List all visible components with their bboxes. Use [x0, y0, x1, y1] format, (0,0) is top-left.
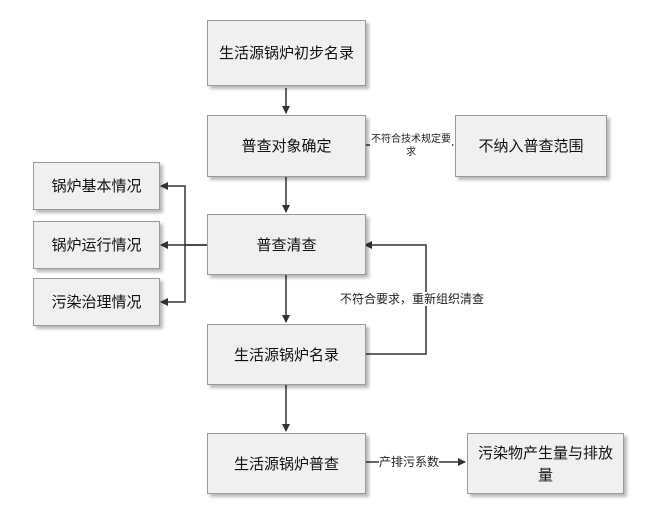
node-boiler-list: 生活源锅炉名录 [207, 324, 366, 385]
node-pollution-control-label: 污染治理情况 [51, 293, 142, 311]
node-initial-list-label: 生活源锅炉初步名录 [218, 44, 354, 62]
node-boiler-survey-label: 生活源锅炉普查 [233, 454, 339, 473]
node-boiler-basic-label: 锅炉基本情况 [51, 177, 142, 195]
node-boiler-operation-label: 锅炉运行情况 [51, 236, 142, 254]
node-initial-list: 生活源锅炉初步名录 [207, 20, 366, 86]
node-determine-targets: 普查对象确定 [207, 115, 366, 177]
node-excluded-scope-label: 不纳入普查范围 [478, 137, 584, 155]
arrow-survey-to-basic [160, 182, 207, 246]
arrow-survey-to-pollution [160, 245, 186, 306]
node-pollution-control: 污染治理情况 [33, 278, 160, 326]
node-survey-clean: 普查清查 [207, 214, 366, 275]
node-boiler-operation: 锅炉运行情况 [33, 221, 160, 269]
edge-label-not-meet-reorganize: 不符合要求，重新组织清查 [340, 292, 485, 306]
node-boiler-survey: 生活源锅炉普查 [207, 433, 366, 494]
node-determine-targets-label: 普查对象确定 [241, 137, 332, 155]
node-survey-clean-label: 普查清查 [256, 235, 317, 254]
node-emissions: 污染物产生量与排放量 [467, 433, 624, 494]
node-excluded-scope: 不纳入普查范围 [455, 115, 607, 177]
node-boiler-basic: 锅炉基本情况 [33, 162, 160, 210]
edge-label-emission-factor: 产排污系数 [379, 455, 440, 469]
node-boiler-list-label: 生活源锅炉名录 [233, 345, 339, 364]
node-emissions-label: 污染物产生量与排放量 [477, 443, 613, 484]
edge-label-not-meet-tech: 不符合技术规定要求 [370, 133, 452, 159]
